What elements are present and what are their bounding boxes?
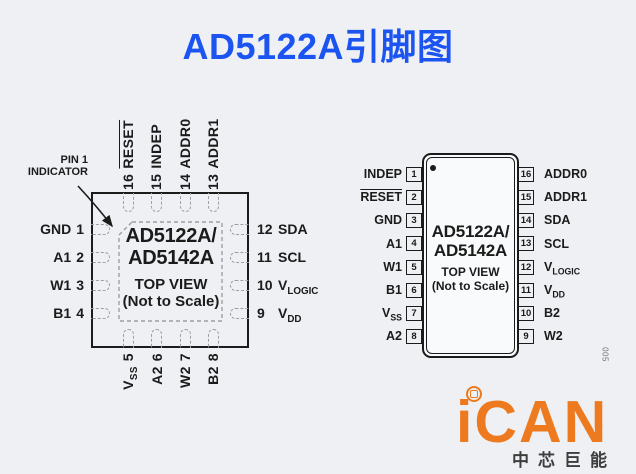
tssop-pin-11: 11 xyxy=(518,283,534,298)
tssop-pin-label-8: A2 xyxy=(386,329,402,343)
qfn-pad-14 xyxy=(180,193,191,212)
tssop-pin-5: 5 xyxy=(406,260,422,275)
qfn-pad-5 xyxy=(123,329,134,348)
tssop-pin-label-11: VDD xyxy=(544,283,565,300)
qfn-pad-9 xyxy=(230,308,249,319)
tssop-pin-label-7: VSS xyxy=(381,306,402,323)
part-number-line1: AD5122A/ xyxy=(125,225,217,247)
qfn-pad-3 xyxy=(91,280,110,291)
pin1-indicator-label: PIN 1 INDICATOR xyxy=(27,154,88,178)
qfn-pad-6 xyxy=(151,329,162,348)
top-view-label: TOP VIEW xyxy=(134,276,208,293)
qfn-pad-1 xyxy=(91,224,110,235)
tssop-pin-label-5: W1 xyxy=(383,260,402,274)
qfn-pin-label-13: 13ADDR1 xyxy=(205,118,221,190)
tssop-pin-1: 1 xyxy=(406,167,422,182)
qfn-pad-10 xyxy=(230,280,249,291)
tssop-pin-8: 8 xyxy=(406,329,422,344)
tssop-pin-label-13: SCL xyxy=(544,237,569,251)
part-number-line2: AD5142A xyxy=(128,247,214,269)
tssop-pin-16: 16 xyxy=(518,167,534,182)
qfn-pad-12 xyxy=(230,224,249,235)
ican-logo-ring-icon xyxy=(466,386,482,402)
tssop-pin-7: 7 xyxy=(406,306,422,321)
figure-code: 005 xyxy=(600,347,610,362)
tssop-pin-2: 2 xyxy=(406,190,422,205)
qfn-pin-label-6: A26 xyxy=(149,353,165,385)
qfn-pad-15 xyxy=(151,193,162,212)
tssop-pin-label-4: A1 xyxy=(386,237,402,251)
qfn-pin-label-15: 15INDEP xyxy=(148,123,164,190)
tssop-pin-10: 10 xyxy=(518,306,534,321)
tssop-pin-3: 3 xyxy=(406,213,422,228)
tssop-pin-6: 6 xyxy=(406,283,422,298)
ican-logo-subtitle: 中芯巨能 xyxy=(512,451,616,470)
not-to-scale-label: (Not to Scale) xyxy=(431,279,510,293)
tssop-pin-label-15: ADDR1 xyxy=(544,190,588,204)
qfn-pin-label-7: W27 xyxy=(177,353,193,388)
tssop-pin-13: 13 xyxy=(518,236,534,251)
page-title: AD5122A引脚图 xyxy=(182,26,454,67)
qfn-pad-2 xyxy=(91,252,110,263)
tssop-part-text: AD5122A/ AD5142A TOP VIEW (Not to Scale) xyxy=(422,222,519,293)
qfn-pad-16 xyxy=(123,193,134,212)
tssop-pin-4: 4 xyxy=(406,236,422,251)
tssop-pin-14: 14 xyxy=(518,213,534,228)
pin1-dot xyxy=(430,165,436,171)
tssop-pin-12: 12 xyxy=(518,260,534,275)
qfn-pin-label-8: B28 xyxy=(205,353,221,385)
ican-logo-text: iCAN xyxy=(456,389,609,455)
qfn-package-outline xyxy=(91,192,249,348)
tssop-pin-label-16: ADDR0 xyxy=(544,167,588,181)
qfn-pad-7 xyxy=(180,329,191,348)
qfn-pad-11 xyxy=(230,252,249,263)
tssop-pin-label-10: B2 xyxy=(544,306,560,320)
tssop-pin-label-6: B1 xyxy=(386,283,402,297)
not-to-scale-label: (Not to Scale) xyxy=(122,293,220,310)
qfn-pin-label-16: 16RESET xyxy=(120,119,136,190)
tssop-pin-label-3: GND xyxy=(374,213,402,227)
qfn-pad-13 xyxy=(208,193,219,212)
tssop-pin-9: 9 xyxy=(518,329,534,344)
tssop-pin-label-9: W2 xyxy=(544,329,563,343)
qfn-part-text: AD5122A/ AD5142A TOP VIEW (Not to Scale) xyxy=(119,225,223,310)
tssop-pin-label-14: SDA xyxy=(544,213,571,227)
tssop-package-outline xyxy=(422,153,519,358)
part-number-line1: AD5122A/ xyxy=(431,222,510,241)
qfn-pin-label-14: 14ADDR0 xyxy=(177,118,193,190)
qfn-pin-label-5: VSS5 xyxy=(120,353,140,390)
qfn-pad-8 xyxy=(208,329,219,348)
qfn-pad-4 xyxy=(91,308,110,319)
tssop-pin-label-1: INDEP xyxy=(363,167,402,181)
part-number-line2: AD5142A xyxy=(433,241,508,260)
tssop-pin-15: 15 xyxy=(518,190,534,205)
top-view-label: TOP VIEW xyxy=(441,265,500,279)
tssop-pin-label-2: RESET xyxy=(360,190,402,204)
tssop-pin-label-12: VLOGIC xyxy=(544,260,581,277)
